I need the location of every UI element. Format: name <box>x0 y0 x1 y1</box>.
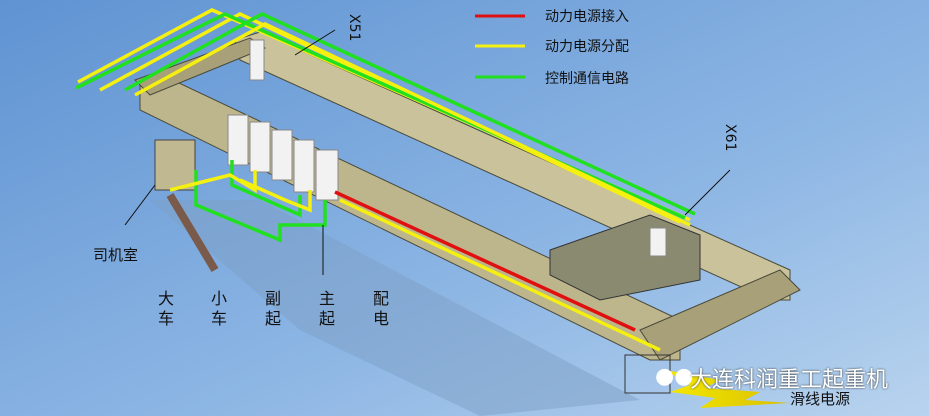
power-distribution-line <box>339 198 661 352</box>
platform-right <box>624 354 671 394</box>
column-label-bridge: 大车 <box>157 289 174 328</box>
legend-label-power-input: 动力电源接入 <box>545 9 629 25</box>
power-distribution-line <box>239 178 312 213</box>
end-beam-right <box>639 269 801 361</box>
sliding-line-label: 滑线电源 <box>790 390 851 408</box>
x51-arrow <box>294 29 336 56</box>
x51-label: X51 <box>346 14 362 42</box>
column-label-trolley: 小车 <box>210 289 227 328</box>
operator-cab <box>154 139 196 191</box>
legend-label-control: 控制通信电路 <box>545 71 629 87</box>
sliding-line-bolt <box>665 370 790 408</box>
electrical-cabinets <box>227 39 667 257</box>
shadow <box>150 200 640 416</box>
power-input-line <box>334 190 636 332</box>
cab-arrow <box>124 184 156 226</box>
legend-label-power-distribution: 动力电源分配 <box>545 39 629 55</box>
stair <box>166 192 219 273</box>
column-label-distribution: 配电 <box>372 289 389 328</box>
column-label-aux-hoist: 副起 <box>264 289 281 328</box>
power-distribution-line <box>134 22 691 227</box>
wechat-icon: ●● <box>655 364 694 389</box>
column-label-main-hoist: 主起 <box>318 289 335 328</box>
x61-arrow <box>684 169 731 216</box>
watermark-text: 大连科润重工起重机 <box>690 368 889 393</box>
control-line <box>194 170 327 243</box>
cab-label: 司机室 <box>93 246 139 264</box>
control-line <box>124 12 696 216</box>
x61-label: X61 <box>722 124 738 152</box>
